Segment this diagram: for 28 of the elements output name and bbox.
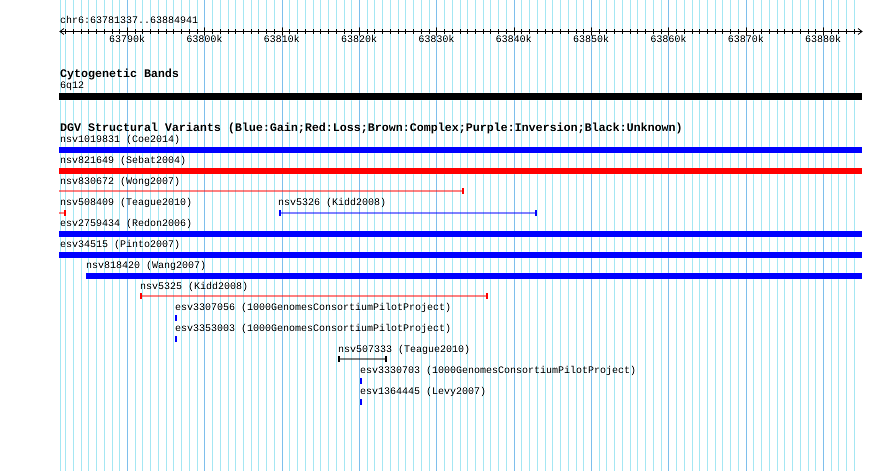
variant-label: nsv5325 (Kidd2008) bbox=[140, 282, 248, 294]
tick-label: 63840k bbox=[496, 34, 532, 46]
tick-label: 63790k bbox=[109, 34, 146, 46]
variant-label: esv3307056 (1000GenomesConsortiumPilotProject) bbox=[175, 302, 452, 314]
variant-label: esv1364445 (Levy2007) bbox=[360, 386, 486, 398]
variant-label: nsv821649 (Sebat2004) bbox=[60, 156, 186, 168]
track-title: DGV Structural Variants (Blue:Gain;Red:Loss;Brown:Complex;Purple:Inversion;Black:Unknown) bbox=[60, 121, 683, 135]
tick-label: 63830k bbox=[418, 34, 454, 46]
band-label: 6q12 bbox=[60, 80, 84, 92]
variant-label: nsv830672 (Wong2007) bbox=[60, 176, 180, 188]
variant-label: nsv5326 (Kidd2008) bbox=[278, 198, 386, 210]
variant-label: esv34515 (Pinto2007) bbox=[60, 240, 180, 252]
region-coordinates: chr6:63781337..63884941 bbox=[60, 16, 198, 28]
variant-label: esv2759434 (Redon2006) bbox=[60, 218, 192, 230]
tick-label: 63810k bbox=[264, 34, 300, 46]
variant-label: nsv507333 (Teague2010) bbox=[338, 344, 470, 356]
variant-label: nsv1019831 (Coe2014) bbox=[60, 134, 180, 146]
track-title: Cytogenetic Bands bbox=[60, 66, 179, 80]
variant-label: nsv508409 (Teague2010) bbox=[60, 198, 192, 210]
tick-label: 63860k bbox=[650, 34, 686, 46]
tick-label: 63820k bbox=[341, 34, 378, 46]
tick-label: 63870k bbox=[728, 34, 764, 46]
tick-label: 63880k bbox=[805, 34, 842, 46]
variant-label: esv3330703 (1000GenomesConsortiumPilotProject) bbox=[360, 366, 636, 378]
tick-label: 63800k bbox=[186, 34, 222, 46]
variant-label: esv3353003 (1000GenomesConsortiumPilotProject) bbox=[175, 324, 452, 336]
variant-label: nsv818420 (Wang2007) bbox=[86, 260, 206, 272]
tick-label: 63850k bbox=[573, 34, 610, 46]
